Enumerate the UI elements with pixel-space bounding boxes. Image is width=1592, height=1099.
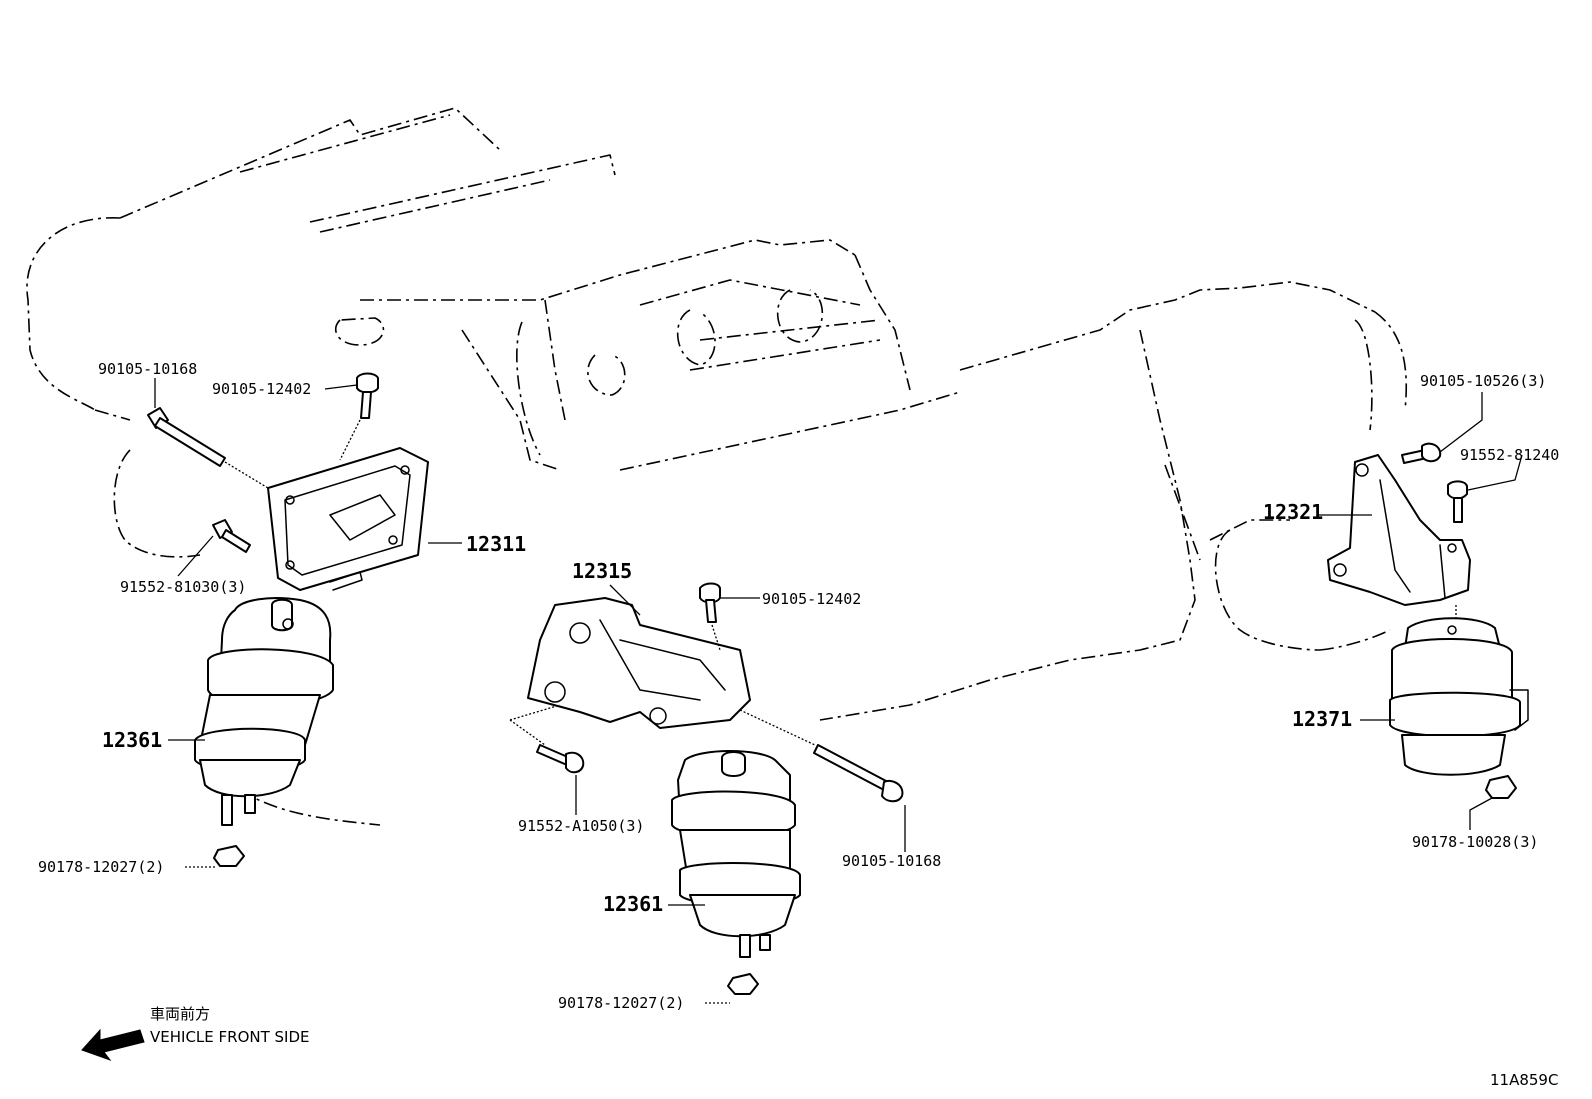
direction-note-japanese: 車両前方 xyxy=(150,1005,211,1023)
bolt-90105-12402-center-shape xyxy=(699,582,721,651)
bolt-91552-81030-shape xyxy=(212,519,251,553)
leader-lines xyxy=(154,378,1523,1004)
nut-90178-12027-center-shape xyxy=(727,973,759,995)
label-12371[interactable]: 12371 xyxy=(1292,707,1353,731)
label-12321[interactable]: 12321 xyxy=(1263,500,1324,524)
label-91552-A1050[interactable]: 91552-A1050(3) xyxy=(518,817,645,835)
insulator-12361-left-shape xyxy=(194,597,334,826)
nut-90178-12027-left-shape xyxy=(213,845,245,867)
engine-outline xyxy=(26,107,1408,826)
label-90105-10168-left[interactable]: 90105-10168 xyxy=(98,360,198,378)
bolt-90105-10168-center-shape xyxy=(739,709,904,803)
label-90105-10526[interactable]: 90105-10526(3) xyxy=(1420,372,1547,390)
direction-note-english: VEHICLE FRONT SIDE xyxy=(150,1028,310,1046)
bracket-12311-shape xyxy=(267,447,429,591)
label-12361-left[interactable]: 12361 xyxy=(102,728,163,752)
label-91552-81240[interactable]: 91552-81240 xyxy=(1460,446,1560,464)
label-90178-12027-center[interactable]: 90178-12027(2) xyxy=(558,994,685,1012)
label-90178-10028[interactable]: 90178-10028(3) xyxy=(1412,833,1539,851)
label-90105-12402-center[interactable]: 90105-12402 xyxy=(762,590,862,608)
bolt-91552-A1050-shape xyxy=(509,704,585,774)
label-12311[interactable]: 12311 xyxy=(466,532,527,556)
label-90105-10168-center[interactable]: 90105-10168 xyxy=(842,852,942,870)
insulator-12361-center-shape xyxy=(671,750,801,958)
bolt-90105-10526-shape xyxy=(1401,442,1442,464)
label-90178-12027-left[interactable]: 90178-12027(2) xyxy=(38,858,165,876)
front-direction-arrow-icon xyxy=(81,1028,145,1062)
figure-code: 11A859C xyxy=(1490,1071,1559,1089)
bolt-90105-10168-left-shape xyxy=(147,407,269,489)
label-90105-12402-left[interactable]: 90105-12402 xyxy=(212,380,312,398)
nut-90178-10028-shape xyxy=(1485,775,1517,799)
label-91552-81030[interactable]: 91552-81030(3) xyxy=(120,578,247,596)
bracket-12315-shape xyxy=(527,597,751,729)
bolt-90105-12402-left-shape xyxy=(339,372,379,461)
bracket-12321-shape xyxy=(1327,454,1471,606)
bolt-91552-81240-shape xyxy=(1447,480,1468,523)
insulator-12371-shape xyxy=(1389,605,1529,776)
label-12315[interactable]: 12315 xyxy=(572,559,633,583)
label-12361-center[interactable]: 12361 xyxy=(603,892,664,916)
